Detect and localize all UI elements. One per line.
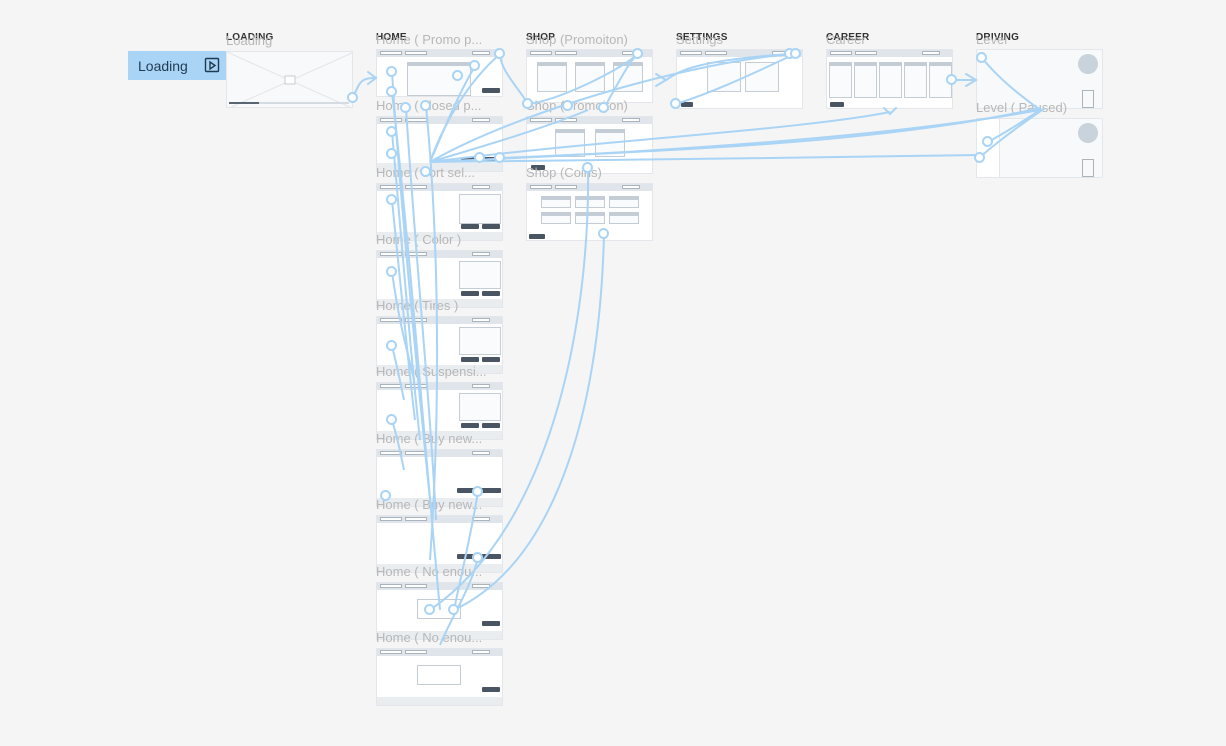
section-label-loading: LOADING (226, 32, 274, 43)
hotspot-driving-3[interactable] (974, 152, 985, 163)
section-label-career: CAREER (826, 32, 870, 43)
section-label-home: HOME (376, 32, 407, 43)
hotspot-home-6[interactable] (469, 60, 480, 71)
progress-fill (229, 102, 259, 104)
frame-home-not-enough-2[interactable] (376, 648, 503, 706)
hotspot-shop-3[interactable] (598, 102, 609, 113)
hotspot-home-9[interactable] (386, 148, 397, 159)
frame-title-level: Level (976, 32, 1008, 47)
hotspot-home-4[interactable] (420, 100, 431, 111)
hotspot-shop-1[interactable] (522, 98, 533, 109)
frame-level-paused[interactable] (976, 118, 1103, 178)
frame-title-settings: Settings (676, 32, 723, 47)
frame-level[interactable] (976, 49, 1103, 109)
hotspot-loading[interactable] (347, 92, 358, 103)
hotspot-career-1[interactable] (946, 74, 957, 85)
hotspot-home-13[interactable] (386, 194, 397, 205)
frame-title-loading: Loading (226, 33, 273, 48)
hotspot-driving-2[interactable] (982, 136, 993, 147)
frame-title-home-suspension: Home ( Suspensi... (376, 364, 487, 379)
section-label-driving: DRIVING (976, 32, 1020, 43)
frame-title-level-paused: Level ( Paused) (976, 100, 1068, 115)
hotspot-home-1[interactable] (386, 66, 397, 77)
hotspot-shop-6[interactable] (598, 228, 609, 239)
frame-title-shop-promotion-1: Shop (Promoiton) (526, 32, 628, 47)
frame-title-home-buy-new-1: Home ( Buy new... (376, 431, 483, 446)
section-label-shop: SHOP (526, 32, 556, 43)
hotspot-shop-2[interactable] (562, 100, 573, 111)
frame-title-career: Career (826, 32, 866, 47)
hotspot-settings-3[interactable] (790, 48, 801, 59)
frame-home-suspension[interactable] (376, 382, 503, 440)
hotspot-home-7[interactable] (494, 48, 505, 59)
hotspot-settings-1[interactable] (670, 98, 681, 109)
hotspot-driving-1[interactable] (976, 52, 987, 63)
hotspot-home-19[interactable] (472, 552, 483, 563)
hotspot-home-15[interactable] (386, 340, 397, 351)
hotspot-home-11[interactable] (474, 152, 485, 163)
hotspot-home-17[interactable] (472, 486, 483, 497)
hotspot-home-10[interactable] (420, 166, 431, 177)
prototype-start-label: Loading (138, 57, 188, 74)
hotspot-home-18[interactable] (380, 490, 391, 501)
hotspot-home-5[interactable] (452, 70, 463, 81)
hotspot-home-21[interactable] (448, 604, 459, 615)
play-icon[interactable] (204, 57, 220, 73)
hotspot-home-8[interactable] (386, 126, 397, 137)
frame-loading[interactable] (226, 51, 353, 108)
image-placeholder (227, 52, 352, 107)
frame-shop-coins[interactable] (526, 183, 653, 241)
hotspot-shop-5[interactable] (582, 162, 593, 173)
hotspot-home-2[interactable] (386, 86, 397, 97)
frame-title-home-buy-new-2: Home ( Buy new... (376, 497, 483, 512)
hotspot-shop-4[interactable] (632, 48, 643, 59)
frame-title-home-not-enough-1: Home ( No enou... (376, 564, 483, 579)
frame-title-home-not-enough-2: Home ( No enou... (376, 630, 483, 645)
frame-career[interactable] (826, 49, 953, 109)
hotspot-home-12[interactable] (494, 152, 505, 163)
hotspot-home-20[interactable] (424, 604, 435, 615)
section-label-settings: SETTINGS (676, 32, 728, 43)
prototype-start-chip[interactable]: Loading (128, 51, 226, 80)
hotspot-home-3[interactable] (400, 102, 411, 113)
frame-title-home-promo: Home ( Promo p... (376, 32, 483, 47)
hotspot-home-14[interactable] (386, 266, 397, 277)
progress-track (229, 102, 349, 104)
hotspot-home-16[interactable] (386, 414, 397, 425)
frame-home-not-enough-1[interactable] (376, 582, 503, 640)
